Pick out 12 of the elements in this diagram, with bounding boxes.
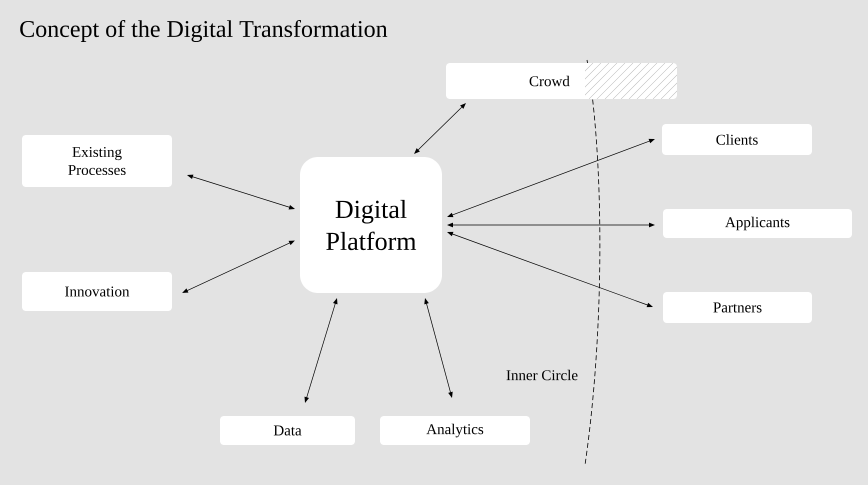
stakeholder-box: Clients	[662, 124, 812, 155]
arrow	[414, 103, 466, 154]
stakeholder-box: Analytics	[380, 416, 530, 445]
title: Concept of the Digital Transformation	[20, 20, 388, 42]
stakeholder-box: Crowd	[446, 63, 677, 99]
stakeholder-box: Partners	[663, 292, 812, 323]
stakeholder-box: Existing Processes	[22, 135, 172, 187]
stakeholder-box: Applicants	[663, 209, 852, 238]
region-label: Inner Circle	[506, 370, 578, 380]
stakeholder-box: Innovation	[22, 272, 172, 311]
platform-box: Digital Platform	[300, 157, 442, 293]
stakeholder-box: Data	[220, 416, 355, 445]
